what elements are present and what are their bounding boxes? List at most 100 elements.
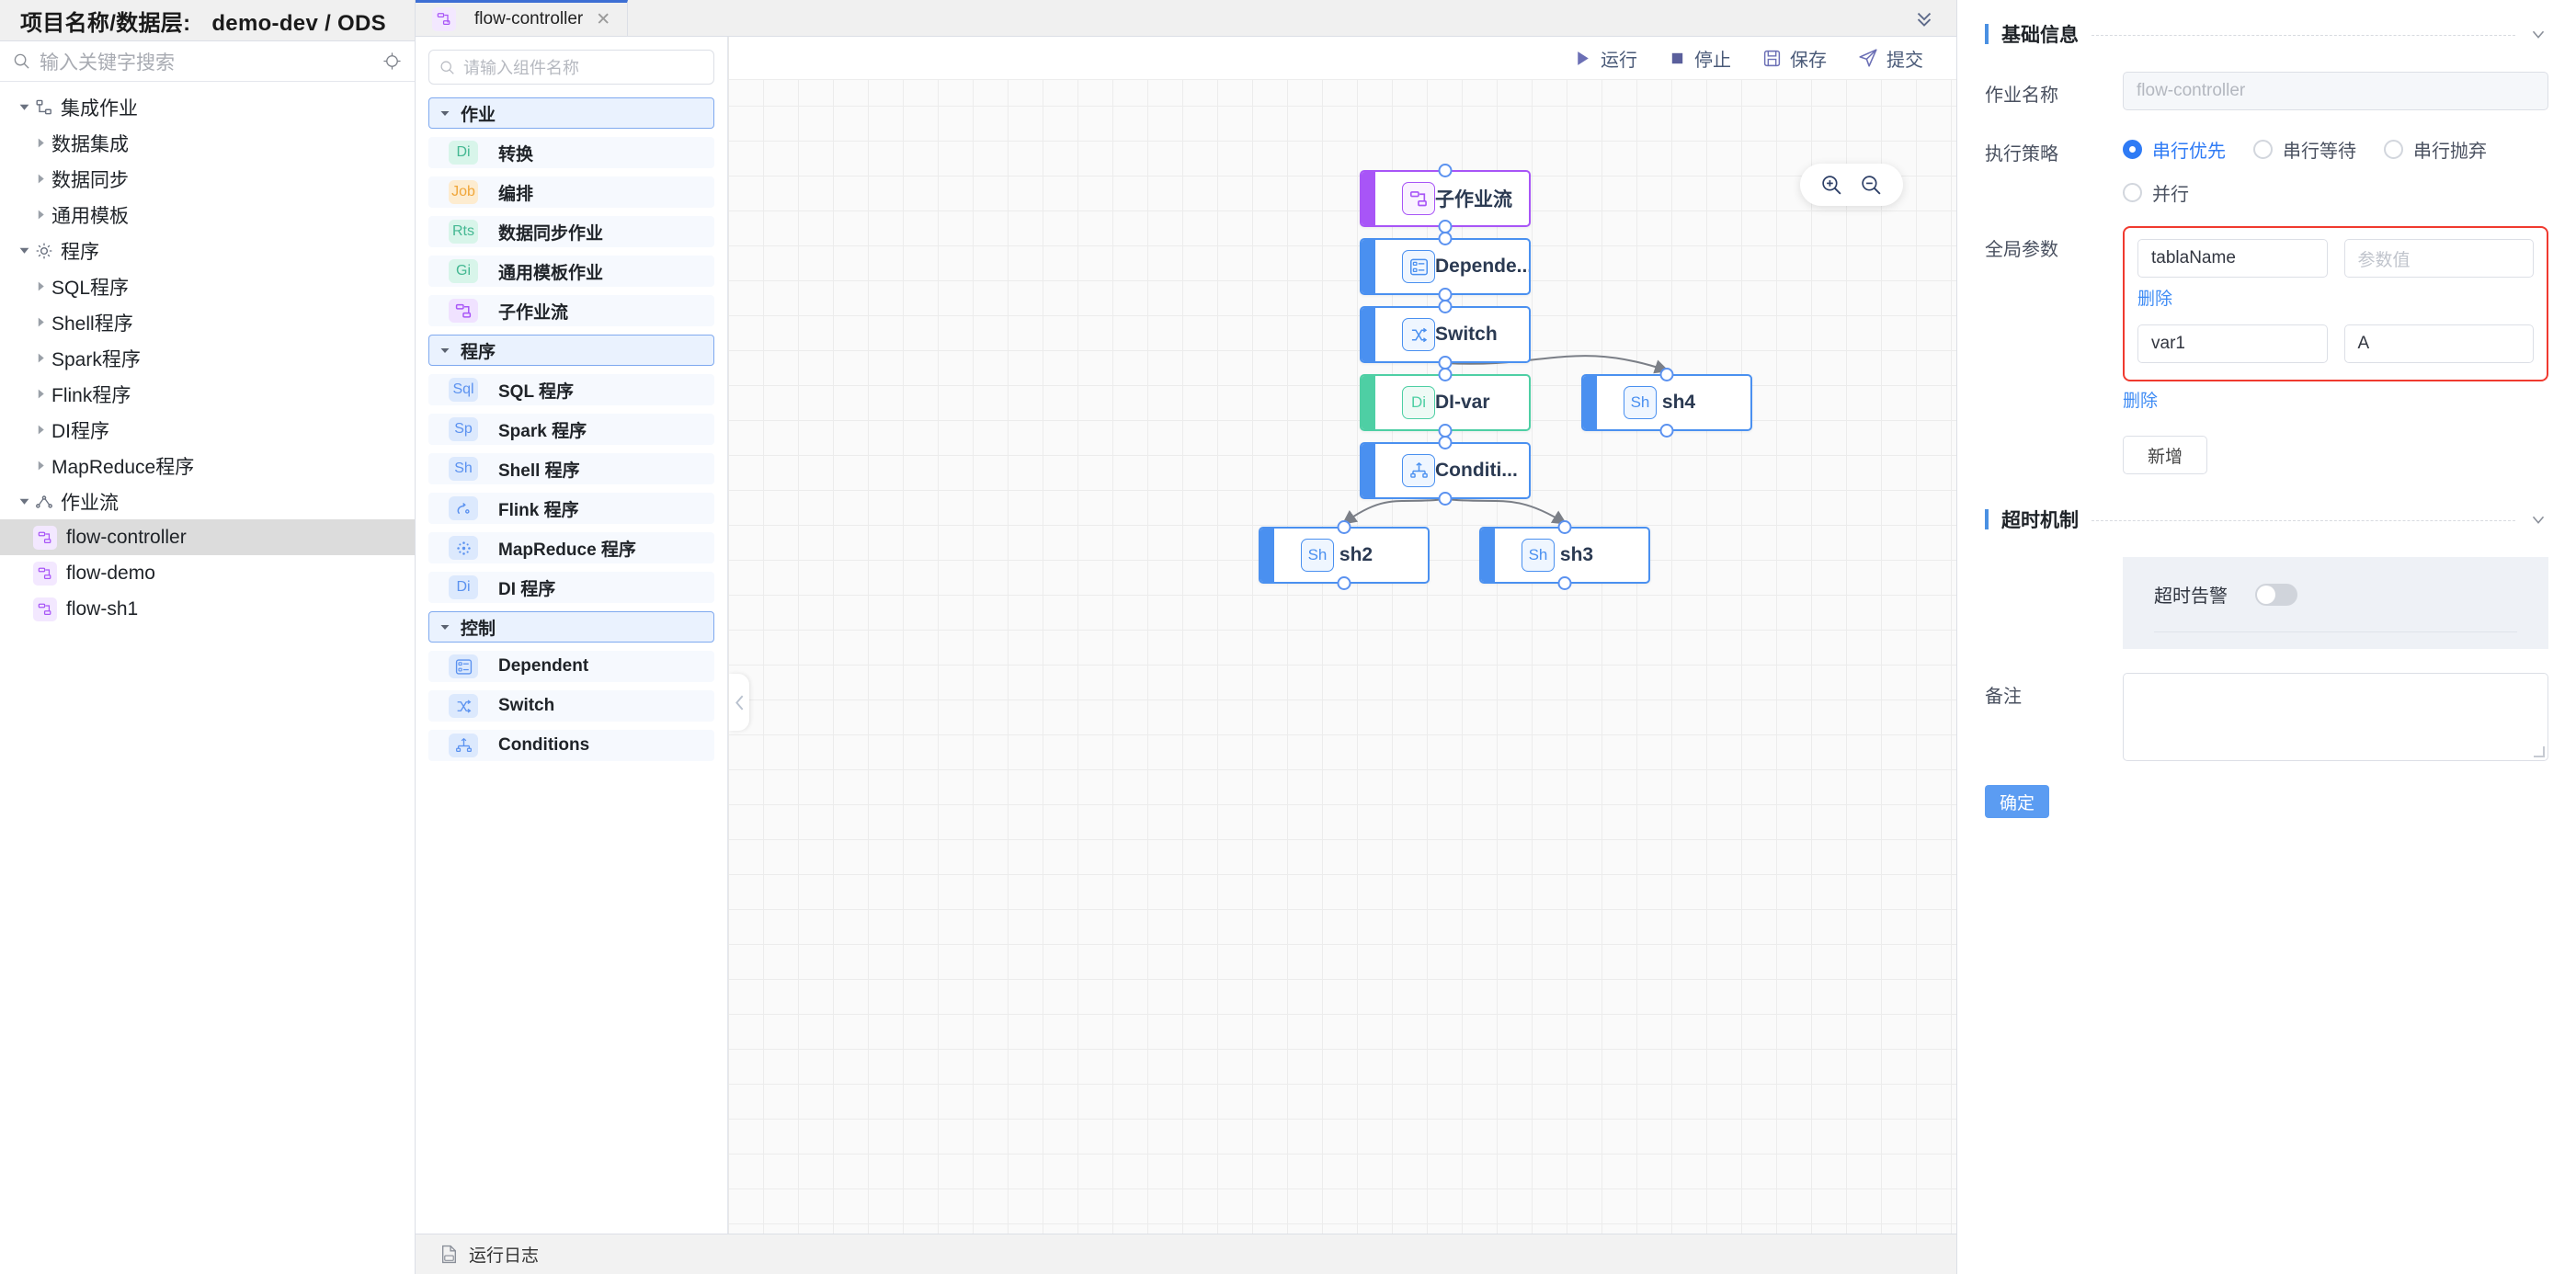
remark-textarea[interactable] <box>2123 673 2548 761</box>
timeout-alarm-toggle[interactable] <box>2255 583 2297 606</box>
radio-exec-policy-2[interactable]: 串行抛弃 <box>2384 136 2487 163</box>
param-name-input-0[interactable]: tablaName <box>2137 239 2328 278</box>
sidebar-item-14[interactable]: flow-sh1 <box>0 591 415 627</box>
palette-item-1-4[interactable]: MapReduce 程序 <box>428 532 714 563</box>
palette-item-1-3[interactable]: Flink 程序 <box>428 493 714 524</box>
caret-right-icon[interactable] <box>29 316 51 328</box>
flow-node-n3[interactable]: Switch <box>1360 300 1531 370</box>
node-port-top[interactable] <box>1659 368 1674 381</box>
tab-flow-controller[interactable]: flow-controller ✕ <box>416 0 629 36</box>
sidebar-item-9[interactable]: DI程序 <box>0 412 415 448</box>
caret-down-icon[interactable] <box>13 495 35 507</box>
radio-exec-policy-0[interactable]: 串行优先 <box>2123 136 2226 163</box>
node-port-top[interactable] <box>1438 232 1453 245</box>
palette-group-2[interactable]: 控制 <box>428 611 714 643</box>
node-port-bot[interactable] <box>1557 576 1572 590</box>
node-port-top[interactable] <box>1438 300 1453 313</box>
zoom-in-icon[interactable] <box>1820 174 1843 197</box>
node-port-top[interactable] <box>1337 520 1351 534</box>
sidebar-item-13[interactable]: flow-demo <box>0 555 415 591</box>
node-port-top[interactable] <box>1557 520 1572 534</box>
caret-right-icon[interactable] <box>29 388 51 400</box>
caret-down-icon[interactable] <box>13 245 35 256</box>
palette-item-2-2[interactable]: Conditions <box>428 730 714 761</box>
collapse-all-button[interactable] <box>1892 0 1956 36</box>
sidebar-search[interactable]: 输入关键字搜索 <box>0 41 415 82</box>
sidebar-item-2[interactable]: 数据同步 <box>0 161 415 197</box>
toolbar-play-button[interactable]: 运行 <box>1573 45 1637 72</box>
radio-exec-policy-3[interactable]: 并行 <box>2123 179 2189 206</box>
caret-down-icon[interactable] <box>13 101 35 113</box>
palette-group-1[interactable]: 程序 <box>428 335 714 366</box>
flow-node-n6[interactable]: Conditi... <box>1360 436 1531 506</box>
palette-item-2-1[interactable]: Switch <box>428 690 714 722</box>
sidebar-item-4[interactable]: 程序 <box>0 233 415 268</box>
close-icon[interactable]: ✕ <box>596 9 611 29</box>
sidebar-item-12[interactable]: flow-controller <box>0 519 415 555</box>
sidebar-item-7[interactable]: Spark程序 <box>0 340 415 376</box>
caret-right-icon[interactable] <box>29 424 51 436</box>
node-port-top[interactable] <box>1438 368 1453 381</box>
sidebar-item-1[interactable]: 数据集成 <box>0 125 415 161</box>
node-port-bot[interactable] <box>1659 424 1674 438</box>
sidebar-item-11[interactable]: 作业流 <box>0 483 415 519</box>
job-name-input[interactable]: flow-controller <box>2123 72 2548 110</box>
palette-group-0[interactable]: 作业 <box>428 97 714 129</box>
node-port-top[interactable] <box>1438 164 1453 177</box>
palette-item-2-0[interactable]: Dependent <box>428 651 714 682</box>
caret-right-icon[interactable] <box>29 280 51 292</box>
caret-right-icon[interactable] <box>29 137 51 149</box>
node-port-top[interactable] <box>1438 436 1453 449</box>
add-param-button[interactable]: 新增 <box>2123 436 2207 474</box>
chevron-down-icon[interactable] <box>2528 24 2548 44</box>
status-bar[interactable]: 运行日志 <box>416 1234 1956 1274</box>
delete-param-link-0[interactable]: 删除 <box>2137 290 2173 309</box>
palette-item-0-4[interactable]: 子作业流 <box>428 295 714 326</box>
param-name-input-1[interactable]: var1 <box>2137 324 2328 363</box>
toolbar-submit-button[interactable]: 提交 <box>1858 45 1923 72</box>
caret-down-icon[interactable] <box>429 345 461 356</box>
toolbar-save-button[interactable]: 保存 <box>1762 45 1827 72</box>
radio-exec-policy-1[interactable]: 串行等待 <box>2253 136 2356 163</box>
palette-collapse-handle[interactable] <box>729 674 749 731</box>
flow-node-n2[interactable]: Depende... <box>1360 232 1531 301</box>
caret-right-icon[interactable] <box>29 460 51 472</box>
sidebar-item-5[interactable]: SQL程序 <box>0 268 415 304</box>
node-port-bot[interactable] <box>1337 576 1351 590</box>
flow-node-n1[interactable]: 子作业流 <box>1360 164 1531 233</box>
node-port-bot[interactable] <box>1438 492 1453 506</box>
sidebar-item-0[interactable]: 集成作业 <box>0 89 415 125</box>
sidebar-item-6[interactable]: Shell程序 <box>0 304 415 340</box>
caret-right-icon[interactable] <box>29 173 51 185</box>
delete-param-link[interactable]: 删除 <box>2123 392 2159 411</box>
zoom-out-icon[interactable] <box>1860 174 1883 197</box>
sidebar-item-3[interactable]: 通用模板 <box>0 197 415 233</box>
caret-right-icon[interactable] <box>29 209 51 221</box>
target-locate-icon[interactable] <box>382 51 402 71</box>
sidebar-item-10[interactable]: MapReduce程序 <box>0 448 415 483</box>
caret-down-icon[interactable] <box>429 108 461 119</box>
param-value-input-0[interactable]: 参数值 <box>2343 239 2534 278</box>
param-value-input-1[interactable]: A <box>2343 324 2534 363</box>
sidebar-item-label: Flink程序 <box>51 384 131 406</box>
caret-down-icon[interactable] <box>429 621 461 632</box>
caret-right-icon[interactable] <box>29 352 51 364</box>
chevron-down-icon[interactable] <box>2528 509 2548 529</box>
palette-search-input[interactable]: 请输入组件名称 <box>428 50 714 85</box>
toolbar-stop-button[interactable]: 停止 <box>1669 45 1731 72</box>
confirm-button[interactable]: 确定 <box>1985 785 2049 818</box>
sidebar-item-8[interactable]: Flink程序 <box>0 376 415 412</box>
